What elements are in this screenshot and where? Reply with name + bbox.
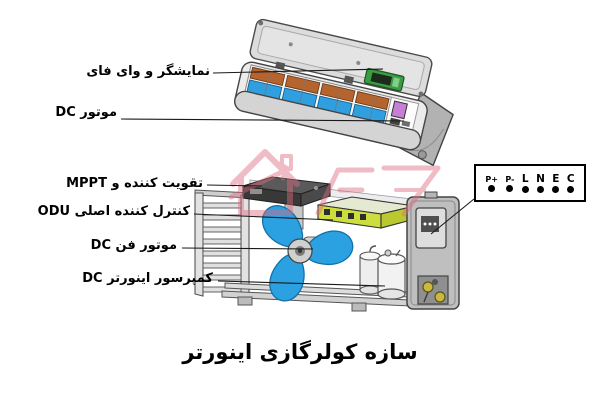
terminal-dot — [537, 185, 545, 193]
terminal-p-minus: P- — [505, 174, 515, 192]
leader-line-compressor — [217, 280, 386, 287]
mppt-box — [242, 176, 331, 207]
terminal-dot — [521, 185, 529, 193]
terminal-label: N — [536, 173, 545, 186]
indoor-dc-motor-part — [384, 96, 420, 132]
axial-fan — [261, 205, 354, 302]
indoor-heat-exchanger — [246, 66, 390, 124]
terminal-label: C — [566, 173, 575, 186]
lid-hinge — [343, 75, 354, 85]
label-dc-fan-motor: موتور فن DC — [90, 238, 177, 253]
terminal-c: C — [567, 174, 575, 193]
terminal-dot — [567, 185, 575, 193]
label-indoor-dc-motor: موتور DC — [55, 105, 117, 120]
outdoor-unit-illustration — [194, 176, 460, 312]
leader-lines — [120, 68, 475, 287]
indoor-unit-illustration — [234, 18, 454, 167]
terminal-label: P+ — [485, 174, 498, 184]
compressor — [377, 249, 406, 300]
display-wifi-module — [363, 67, 405, 92]
watermark-logo — [228, 149, 441, 217]
leader-line-dc-motor — [120, 118, 405, 122]
diagram-caption: سازه کولرگازی اینورتر — [182, 340, 418, 364]
terminal-block: P+ P- L N E C — [474, 164, 586, 202]
service-valves — [417, 275, 449, 305]
terminal-pointer-line — [430, 198, 475, 235]
leader-line-display — [212, 68, 384, 74]
leader-line-fan — [181, 247, 314, 250]
leader-line-mppt — [206, 184, 263, 187]
terminal-n: N — [536, 174, 545, 193]
label-indoor-display-wifi: نمایشگر و وای فای — [86, 64, 210, 79]
terminal-dot — [552, 185, 560, 193]
terminal-label: P- — [505, 174, 515, 184]
terminal-e: E — [552, 174, 559, 193]
terminal-l: L — [521, 173, 529, 193]
terminal-label: L — [521, 173, 529, 186]
label-odu-main-controller: کنترل کننده اصلی ODU — [37, 204, 190, 219]
label-mppt-booster: تقویت کننده و MPPT — [66, 176, 203, 191]
label-dc-inverter-compressor: کمپرسور اینورتر DC — [82, 271, 213, 286]
accumulator — [359, 245, 381, 295]
terminal-label: E — [552, 173, 560, 186]
terminal-dot — [488, 184, 496, 192]
terminal-p-plus: P+ — [485, 174, 498, 192]
leader-line-odu — [193, 213, 334, 221]
terminal-dot — [506, 184, 514, 192]
